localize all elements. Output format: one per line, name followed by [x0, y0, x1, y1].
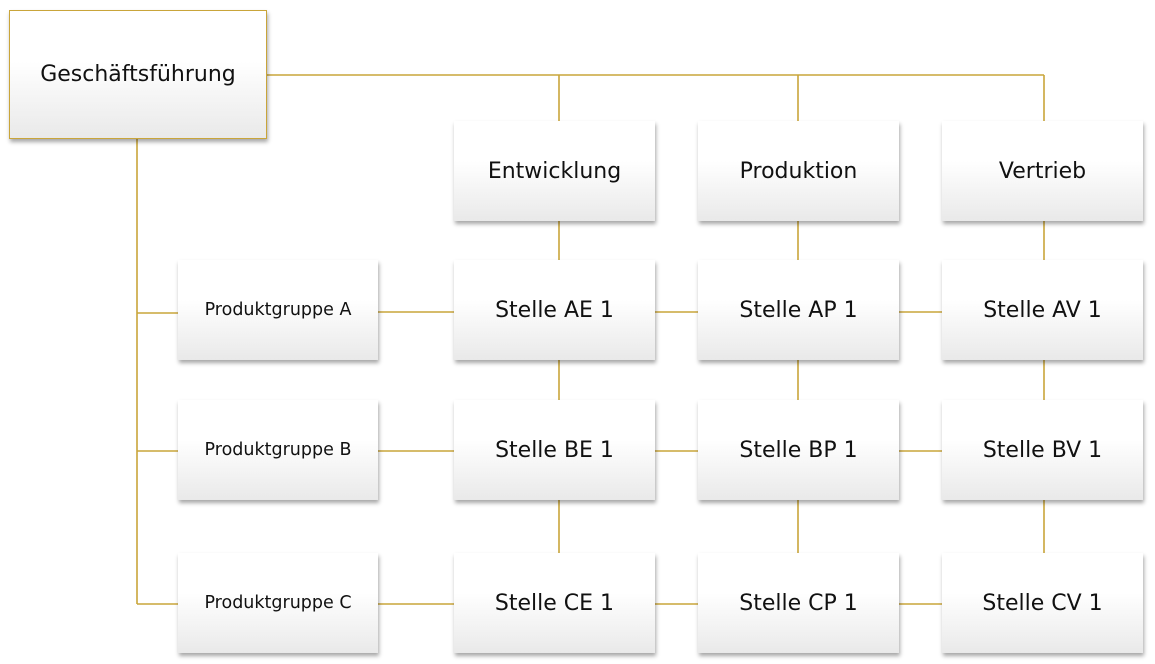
node-function-vertrieb: Vertrieb [942, 121, 1143, 221]
node-label: Stelle AP 1 [739, 297, 858, 323]
node-stelle-cv-1: Stelle CV 1 [942, 553, 1143, 653]
node-label: Stelle BE 1 [495, 437, 614, 463]
node-label: Entwicklung [487, 158, 622, 184]
node-stelle-ce-1: Stelle CE 1 [454, 553, 655, 653]
node-produktgruppe-a: Produktgruppe A [178, 260, 378, 360]
node-stelle-av-1: Stelle AV 1 [942, 260, 1143, 360]
node-label: Geschäftsführung [40, 62, 236, 87]
node-label: Stelle BV 1 [982, 437, 1103, 463]
node-stelle-bp-1: Stelle BP 1 [698, 400, 899, 500]
node-stelle-bv-1: Stelle BV 1 [942, 400, 1143, 500]
node-label: Produktgruppe C [204, 593, 352, 613]
node-label: Vertrieb [998, 158, 1087, 184]
node-label: Produktgruppe A [204, 300, 352, 320]
node-stelle-be-1: Stelle BE 1 [454, 400, 655, 500]
node-label: Stelle AV 1 [983, 297, 1102, 323]
node-label: Stelle CV 1 [982, 590, 1103, 616]
node-produktgruppe-c: Produktgruppe C [178, 553, 378, 653]
node-label: Stelle CE 1 [494, 590, 615, 616]
node-label: Stelle AE 1 [495, 297, 614, 323]
node-produktgruppe-b: Produktgruppe B [178, 400, 378, 500]
node-stelle-ap-1: Stelle AP 1 [698, 260, 899, 360]
node-label: Stelle BP 1 [739, 437, 858, 463]
node-function-produktion: Produktion [698, 121, 899, 221]
node-function-entwicklung: Entwicklung [454, 121, 655, 221]
node-stelle-ae-1: Stelle AE 1 [454, 260, 655, 360]
node-stelle-cp-1: Stelle CP 1 [698, 553, 899, 653]
node-label: Produktion [739, 158, 858, 184]
node-label: Produktgruppe B [204, 440, 352, 460]
node-label: Stelle CP 1 [739, 590, 858, 616]
node-geschaeftsfuehrung: Geschäftsführung [9, 10, 267, 139]
